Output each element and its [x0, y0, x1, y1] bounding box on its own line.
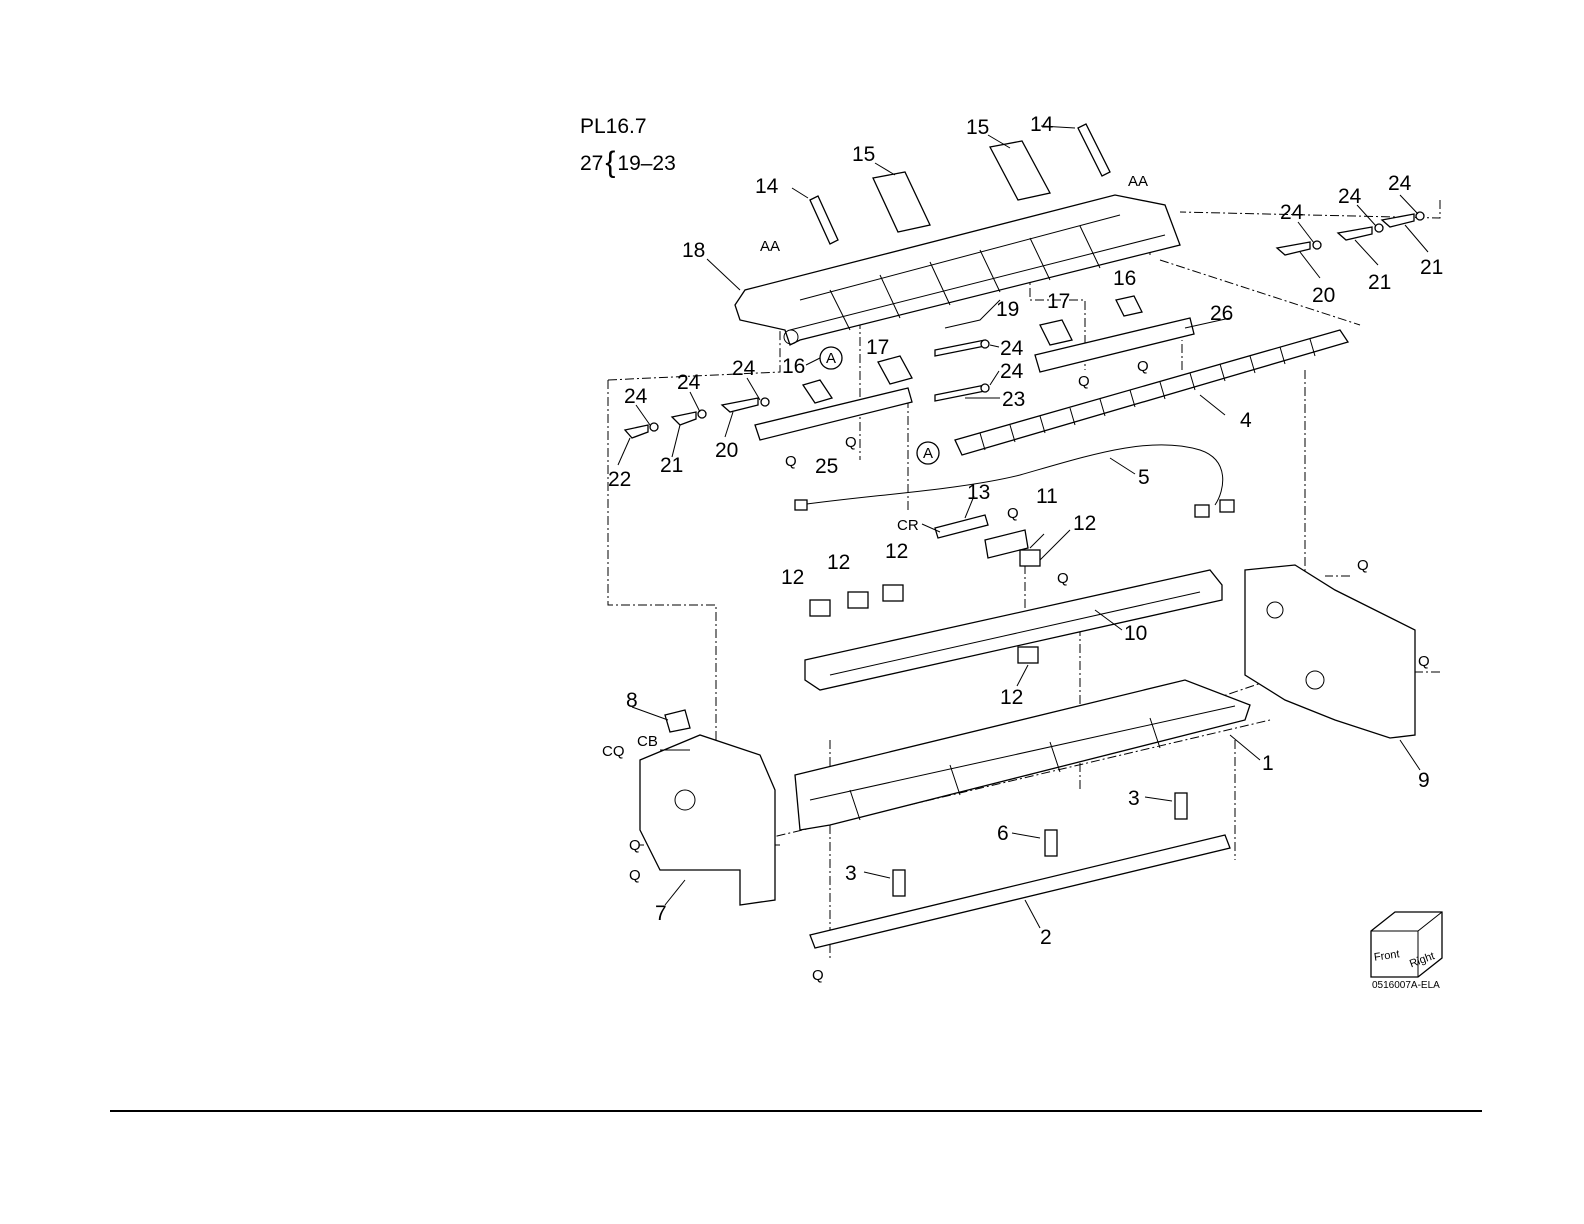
- callout-3: 3: [1128, 787, 1140, 810]
- callout-16: 16: [1113, 267, 1136, 290]
- callout-24: 24: [1280, 201, 1304, 224]
- direction-cube: Front Right: [1371, 912, 1442, 977]
- callout-17: 17: [866, 336, 889, 359]
- ref-q: Q: [1078, 373, 1090, 390]
- ref-cq: CQ: [602, 743, 625, 760]
- ref-q: Q: [1357, 557, 1369, 574]
- part-5-harness: [800, 445, 1223, 505]
- callout-26: 26: [1210, 302, 1233, 325]
- callout-15: 15: [966, 116, 989, 139]
- callout-14: 14: [1030, 113, 1054, 136]
- part-14-strip-left: [810, 196, 838, 244]
- part-12-sensor: [810, 600, 830, 616]
- callout-23: 23: [1002, 388, 1025, 411]
- parts: [625, 124, 1424, 948]
- part-16-pad-b: [1116, 296, 1142, 316]
- callout-24: 24: [1338, 185, 1362, 208]
- image-code: 0516007A-ELA: [1372, 980, 1440, 991]
- callout-13: 13: [967, 481, 990, 504]
- part-12-sensor: [1018, 647, 1038, 663]
- callout-24: 24: [1000, 337, 1024, 360]
- part-9-right-frame: [1245, 565, 1415, 738]
- callout-20: 20: [715, 439, 738, 462]
- ref-q: Q: [1137, 358, 1149, 375]
- part-13-bracket: [935, 515, 988, 538]
- callout-12: 12: [885, 540, 908, 563]
- part-25-bracket: [755, 388, 912, 440]
- callout-1: 1: [1262, 752, 1274, 775]
- callout-16: 16: [782, 355, 805, 378]
- callout-6: 6: [997, 822, 1009, 845]
- callout-24: 24: [1388, 172, 1412, 195]
- part-17-pad-a: [878, 356, 912, 384]
- callout-24: 24: [677, 371, 701, 394]
- callout-21: 21: [1420, 256, 1443, 279]
- part-17-pad-b: [1040, 320, 1072, 345]
- ref-a-upper: A: [826, 350, 836, 367]
- callout-7: 7: [655, 902, 667, 925]
- callout-17: 17: [1047, 290, 1070, 313]
- part-7-left-frame: [640, 735, 775, 905]
- callout-24: 24: [624, 385, 648, 408]
- ref-a-lower: A: [923, 445, 933, 462]
- part-3-spring: [893, 870, 905, 896]
- part-12-sensor: [848, 592, 868, 608]
- ref-q: Q: [845, 434, 857, 451]
- callout-12: 12: [827, 551, 850, 574]
- part-15-pad-left: [873, 172, 930, 232]
- part-2-plate: [810, 835, 1230, 948]
- ref-q: Q: [812, 967, 824, 984]
- callout-12: 12: [1073, 512, 1096, 535]
- callout-21: 21: [660, 454, 683, 477]
- ref-aa-right: AA: [1128, 173, 1148, 190]
- callout-8: 8: [626, 689, 638, 712]
- callout-2: 2: [1040, 926, 1052, 949]
- callout-11: 11: [1036, 485, 1058, 508]
- part-16-pad-a: [803, 380, 832, 403]
- ref-q: Q: [629, 867, 641, 884]
- callout-19: 19: [996, 298, 1019, 321]
- ref-aa-left: AA: [760, 238, 780, 255]
- ref-cr: CR: [897, 517, 919, 534]
- callout-15: 15: [852, 143, 875, 166]
- callout-3: 3: [845, 862, 857, 885]
- callout-25: 25: [815, 455, 838, 478]
- ref-q: Q: [629, 837, 641, 854]
- callout-12: 12: [781, 566, 804, 589]
- callout-5: 5: [1138, 466, 1150, 489]
- ref-q: Q: [785, 453, 797, 470]
- ref-q: Q: [1007, 505, 1019, 522]
- part-8-bracket: [665, 710, 690, 732]
- callout-22: 22: [608, 468, 631, 491]
- part-12-sensor: [883, 585, 903, 601]
- callout-20: 20: [1312, 284, 1335, 307]
- callout-12: 12: [1000, 686, 1023, 709]
- callout-10: 10: [1124, 622, 1147, 645]
- footer-rule: [110, 1110, 1482, 1112]
- callout-21: 21: [1368, 271, 1391, 294]
- part-19-lever: [935, 340, 985, 356]
- ref-q: Q: [1057, 570, 1069, 587]
- callout-14: 14: [755, 175, 779, 198]
- part-6-spring: [1045, 830, 1057, 856]
- ref-cb: CB: [637, 733, 658, 750]
- part-23-lever: [935, 385, 985, 401]
- callout-18: 18: [682, 239, 705, 262]
- part-15-pad-right: [990, 141, 1050, 200]
- ref-q: Q: [1418, 653, 1430, 670]
- part-12-sensor: [1020, 550, 1040, 566]
- callout-9: 9: [1418, 769, 1430, 792]
- part-10-frame: [805, 570, 1222, 690]
- callout-4: 4: [1240, 409, 1252, 432]
- callout-24: 24: [732, 357, 756, 380]
- part-14-strip-right: [1078, 124, 1110, 176]
- part-3-spring: [1175, 793, 1187, 819]
- callout-24: 24: [1000, 360, 1024, 383]
